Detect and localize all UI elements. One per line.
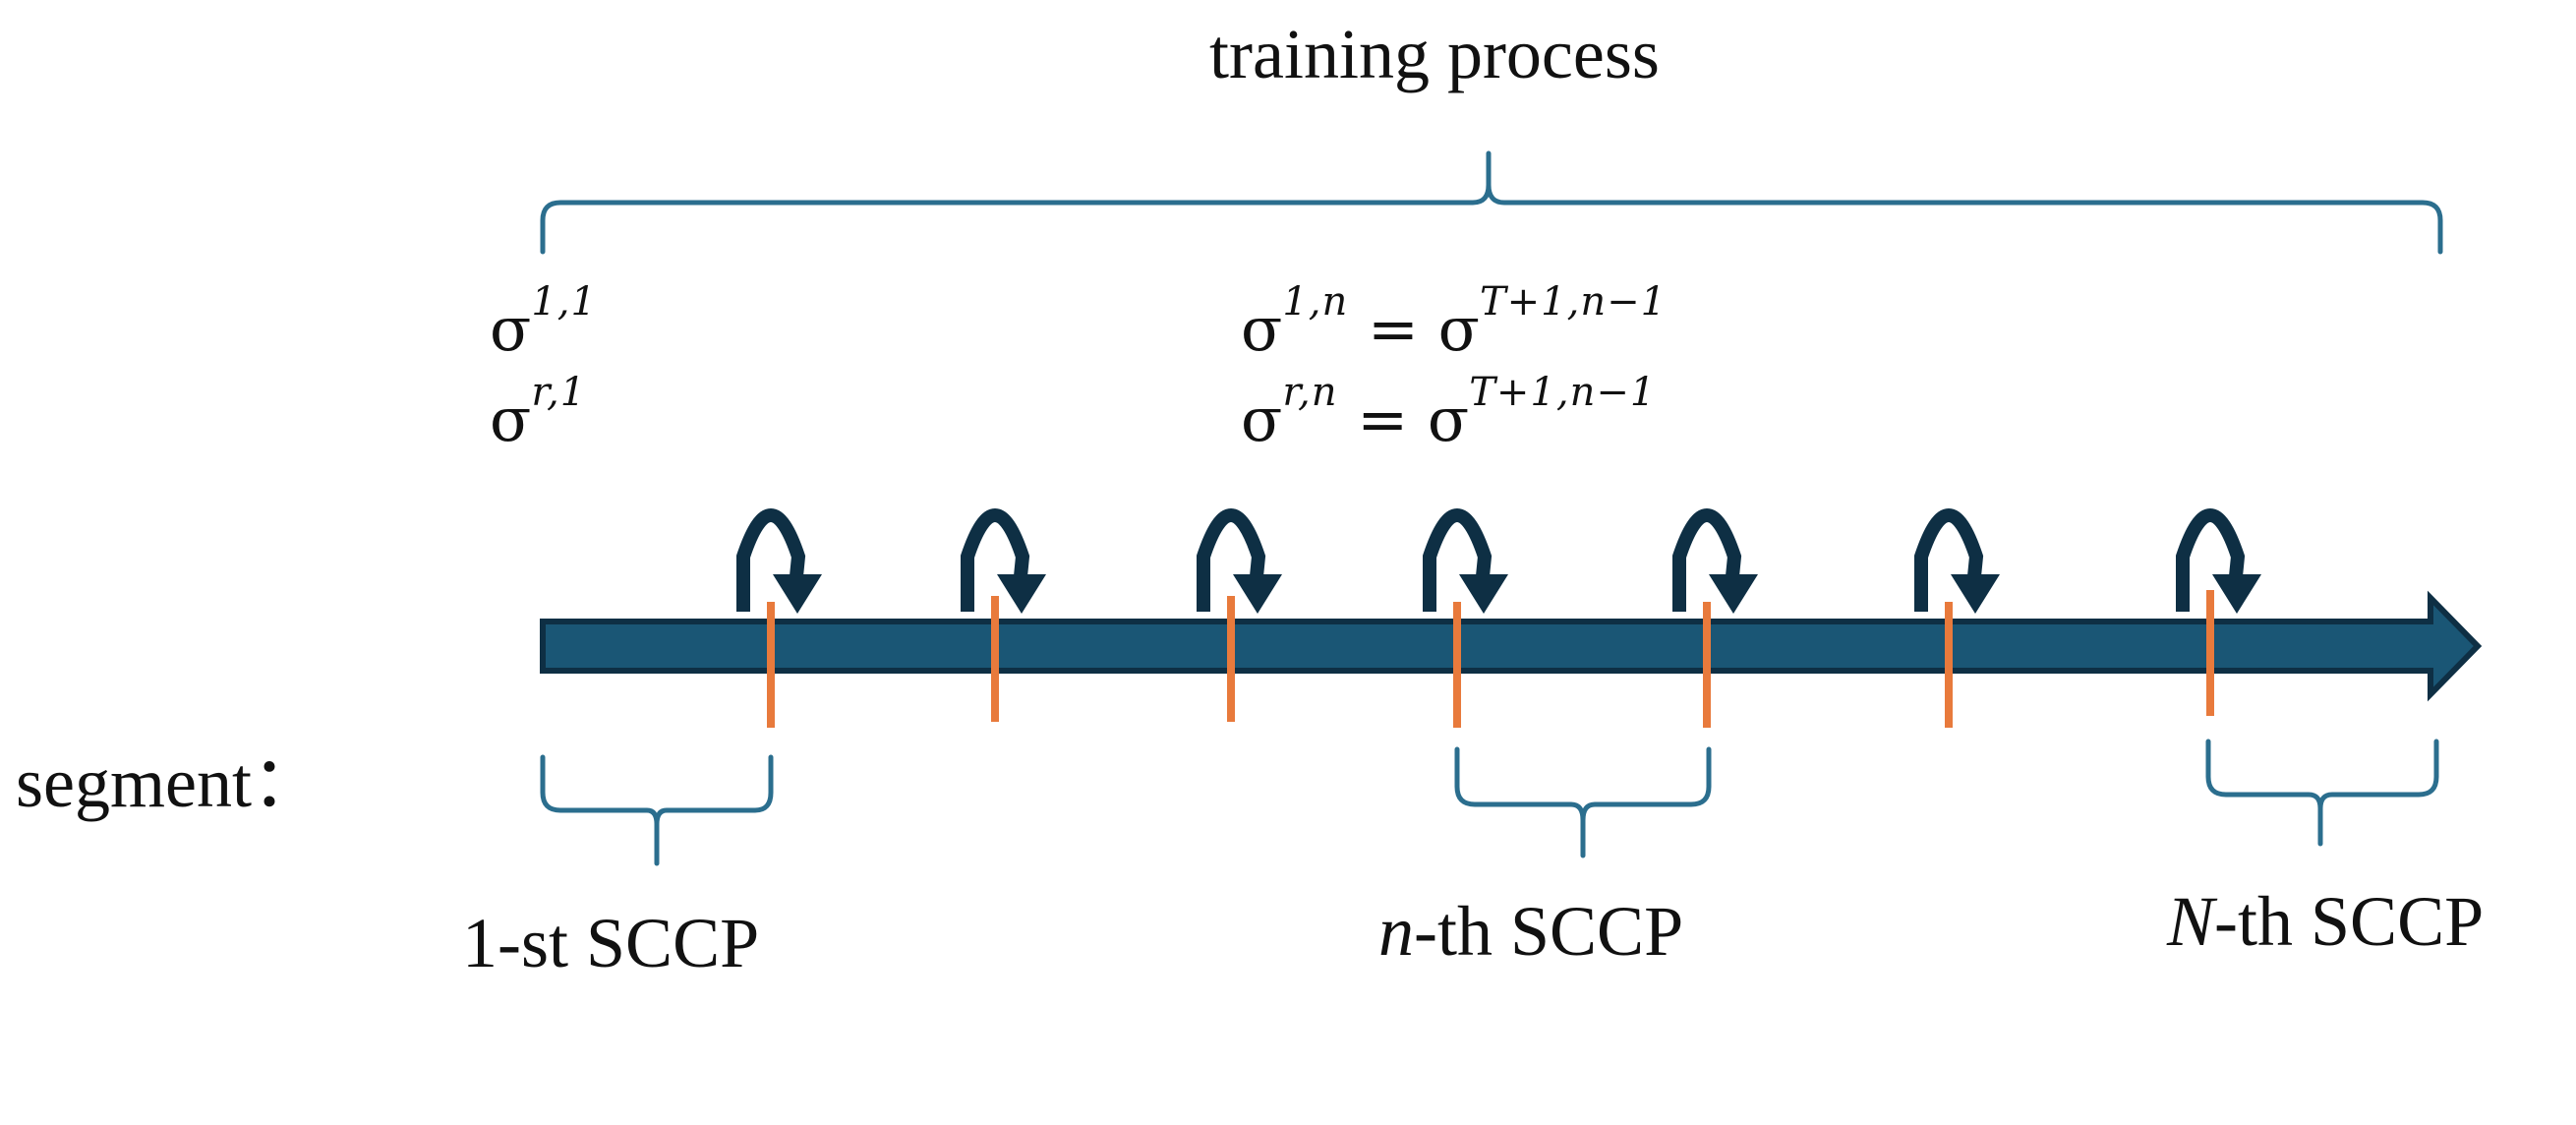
sccp-first-label: 1-st SCCP — [462, 904, 760, 982]
timeline-arrow — [540, 590, 2483, 702]
loop-arrow-arc — [1672, 508, 1742, 612]
loop-arrow-arc — [961, 508, 1030, 612]
sccp-first-brace — [540, 754, 774, 866]
diagram-title: training process — [1209, 15, 1660, 93]
training-process-brace — [540, 150, 2443, 255]
loop-arrow-icon — [1423, 508, 1508, 614]
loop-arrow-head — [1459, 574, 1508, 614]
sccp-last-label: N-th SCCP — [2167, 882, 2485, 961]
loop-arrow-arc — [2176, 508, 2246, 612]
sigma-init-1: σ1,1 — [490, 279, 597, 365]
sccp-last-brace — [2205, 739, 2439, 847]
loop-arrow-icon — [1672, 508, 1758, 614]
loop-arrow-head — [997, 574, 1046, 614]
sigma-init-r: σr,1 — [490, 370, 587, 455]
loop-arrows — [736, 508, 2261, 614]
sccp-nth-label: n-th SCCP — [1378, 892, 1684, 971]
sigma-n-1-equation: σ1,n = σT+1,n−1 — [1241, 279, 1668, 365]
loop-arrow-icon — [2176, 508, 2261, 614]
segment-label: segment： — [16, 743, 322, 822]
sccp-nth-brace — [1454, 746, 1712, 859]
loop-arrow-head — [1951, 574, 2000, 614]
loop-arrow-icon — [1197, 508, 1282, 614]
loop-arrow-head — [1709, 574, 1758, 614]
loop-arrow-head — [1233, 574, 1282, 614]
segment-boundary-ticks — [767, 590, 2214, 728]
loop-arrow-icon — [1914, 508, 2000, 614]
loop-arrow-head — [773, 574, 822, 614]
loop-arrow-icon — [961, 508, 1046, 614]
loop-arrow-head — [2212, 574, 2261, 614]
loop-arrow-arc — [1197, 508, 1266, 612]
loop-arrow-arc — [736, 508, 806, 612]
loop-arrow-arc — [1914, 508, 1984, 612]
loop-arrow-arc — [1423, 508, 1493, 612]
loop-arrow-icon — [736, 508, 822, 614]
sigma-n-r-equation: σr,n = σT+1,n−1 — [1241, 370, 1657, 455]
